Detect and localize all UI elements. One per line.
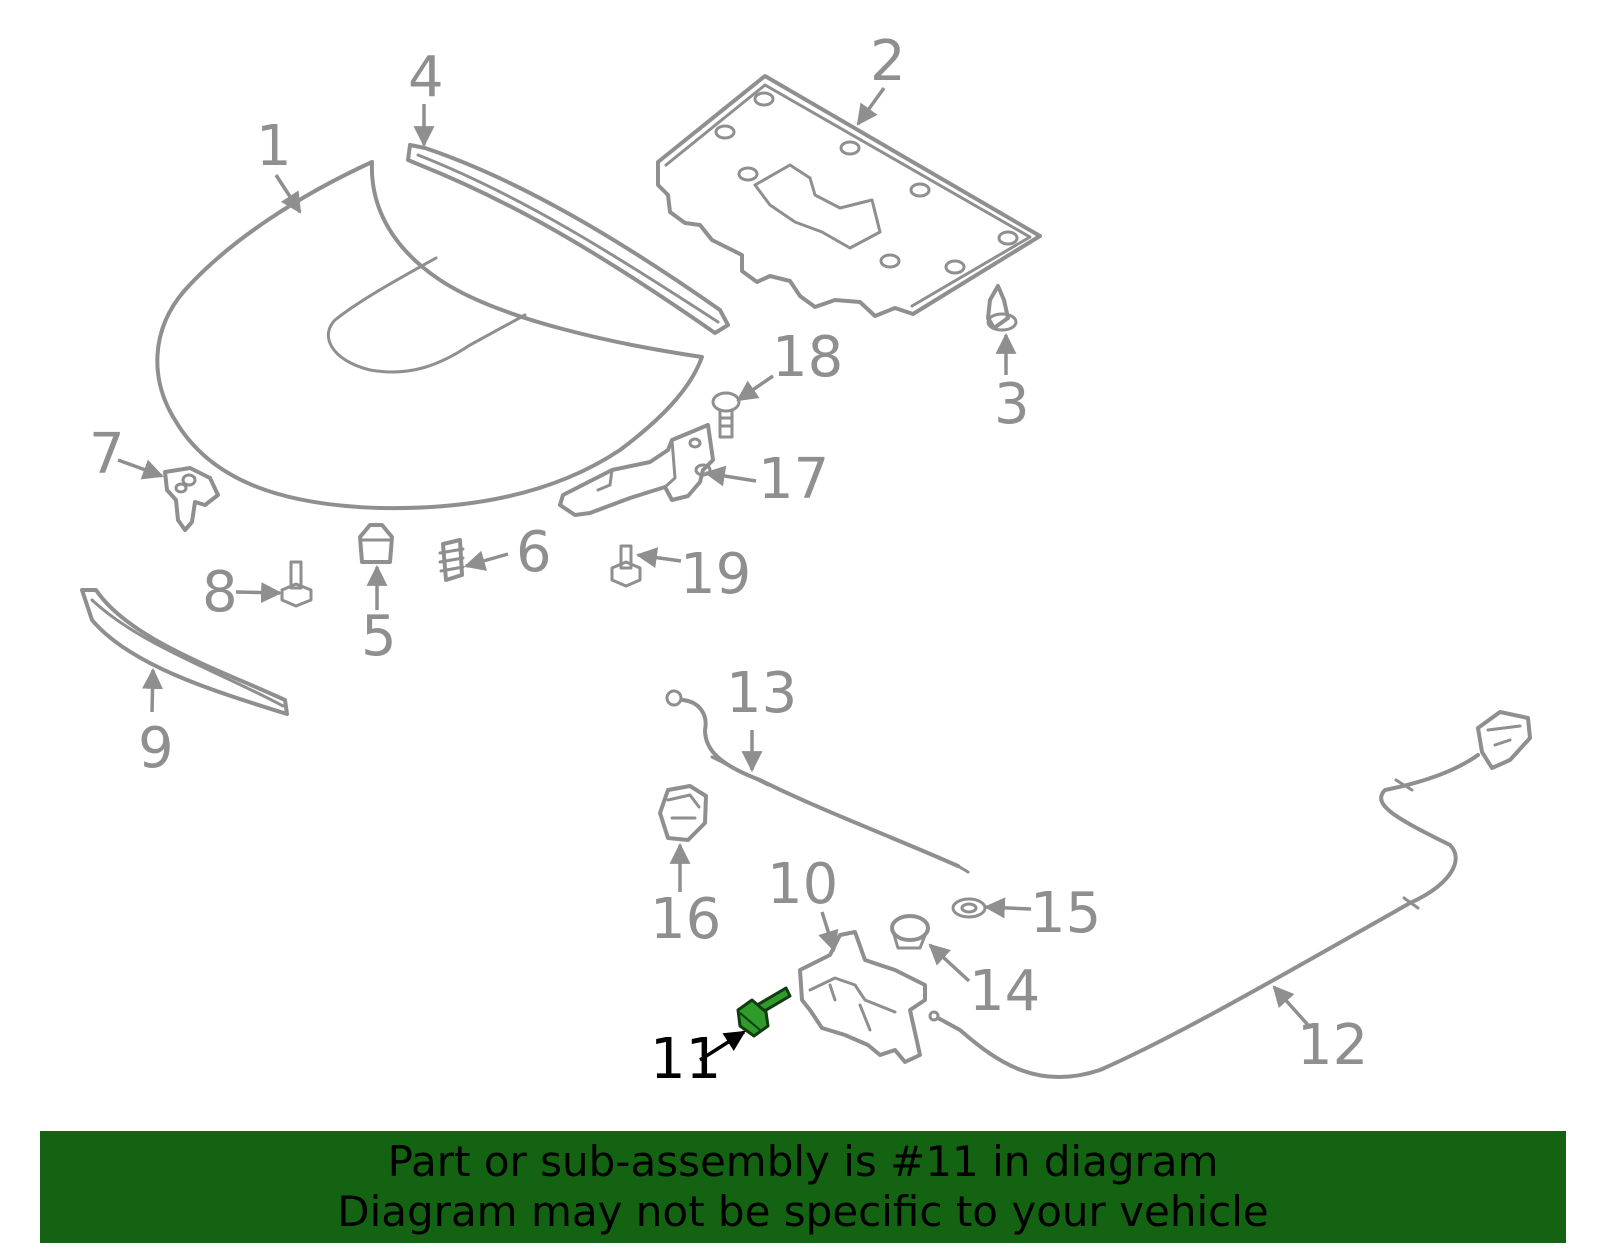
- banner-line-1: Part or sub-assembly is #11 in diagram: [387, 1137, 1219, 1186]
- callout-15: 15: [1030, 881, 1101, 946]
- hood-adjuster: [438, 538, 465, 582]
- hood-insulator: [656, 74, 1042, 318]
- callout-13: 13: [726, 661, 797, 726]
- hood-hinge: [558, 423, 715, 517]
- hood-bumper: [358, 523, 394, 564]
- callout-19: 19: [680, 542, 751, 607]
- release-handle: [658, 784, 708, 842]
- callout-12: 12: [1297, 1013, 1368, 1078]
- hood-seal-strip: [406, 143, 730, 335]
- callout-9: 9: [138, 716, 174, 781]
- prop-rod-holder: [163, 466, 220, 532]
- front-seal: [80, 588, 289, 716]
- hinge-bolt: [711, 391, 741, 439]
- callout-10: 10: [767, 852, 838, 917]
- callout-3: 3: [994, 372, 1030, 437]
- bolt-8: [280, 560, 313, 608]
- hood-panel: [155, 160, 704, 511]
- release-cable-rear: [928, 710, 1532, 1080]
- latch-bolt-highlighted: [736, 986, 792, 1038]
- banner-line-2: Diagram may not be specific to your vehi…: [337, 1187, 1269, 1236]
- callout-5: 5: [361, 604, 397, 669]
- callout-18: 18: [772, 325, 843, 390]
- callout-6: 6: [516, 520, 552, 585]
- callout-8: 8: [202, 560, 238, 625]
- callout-7: 7: [89, 422, 125, 487]
- callouts: 1 2 3 4 5 6 7 8 9 10 12 13 14 15 16 17 1…: [89, 29, 1368, 1092]
- hood-latch: [798, 930, 927, 1064]
- callout-1: 1: [256, 114, 292, 179]
- info-banner: Part or sub-assembly is #11 in diagram D…: [40, 1131, 1566, 1243]
- leader-lines: [117, 86, 1310, 1062]
- release-cable-front: [665, 689, 970, 874]
- callout-11-highlighted: 11: [650, 1027, 721, 1092]
- callout-14: 14: [969, 959, 1040, 1024]
- grommet: [951, 897, 987, 919]
- callout-4: 4: [408, 45, 444, 110]
- push-clip: [986, 284, 1018, 332]
- callout-17: 17: [758, 447, 829, 512]
- latch-bumper: [890, 914, 930, 950]
- bolt-19: [610, 544, 642, 588]
- callout-16: 16: [650, 887, 721, 952]
- callout-2: 2: [870, 29, 906, 94]
